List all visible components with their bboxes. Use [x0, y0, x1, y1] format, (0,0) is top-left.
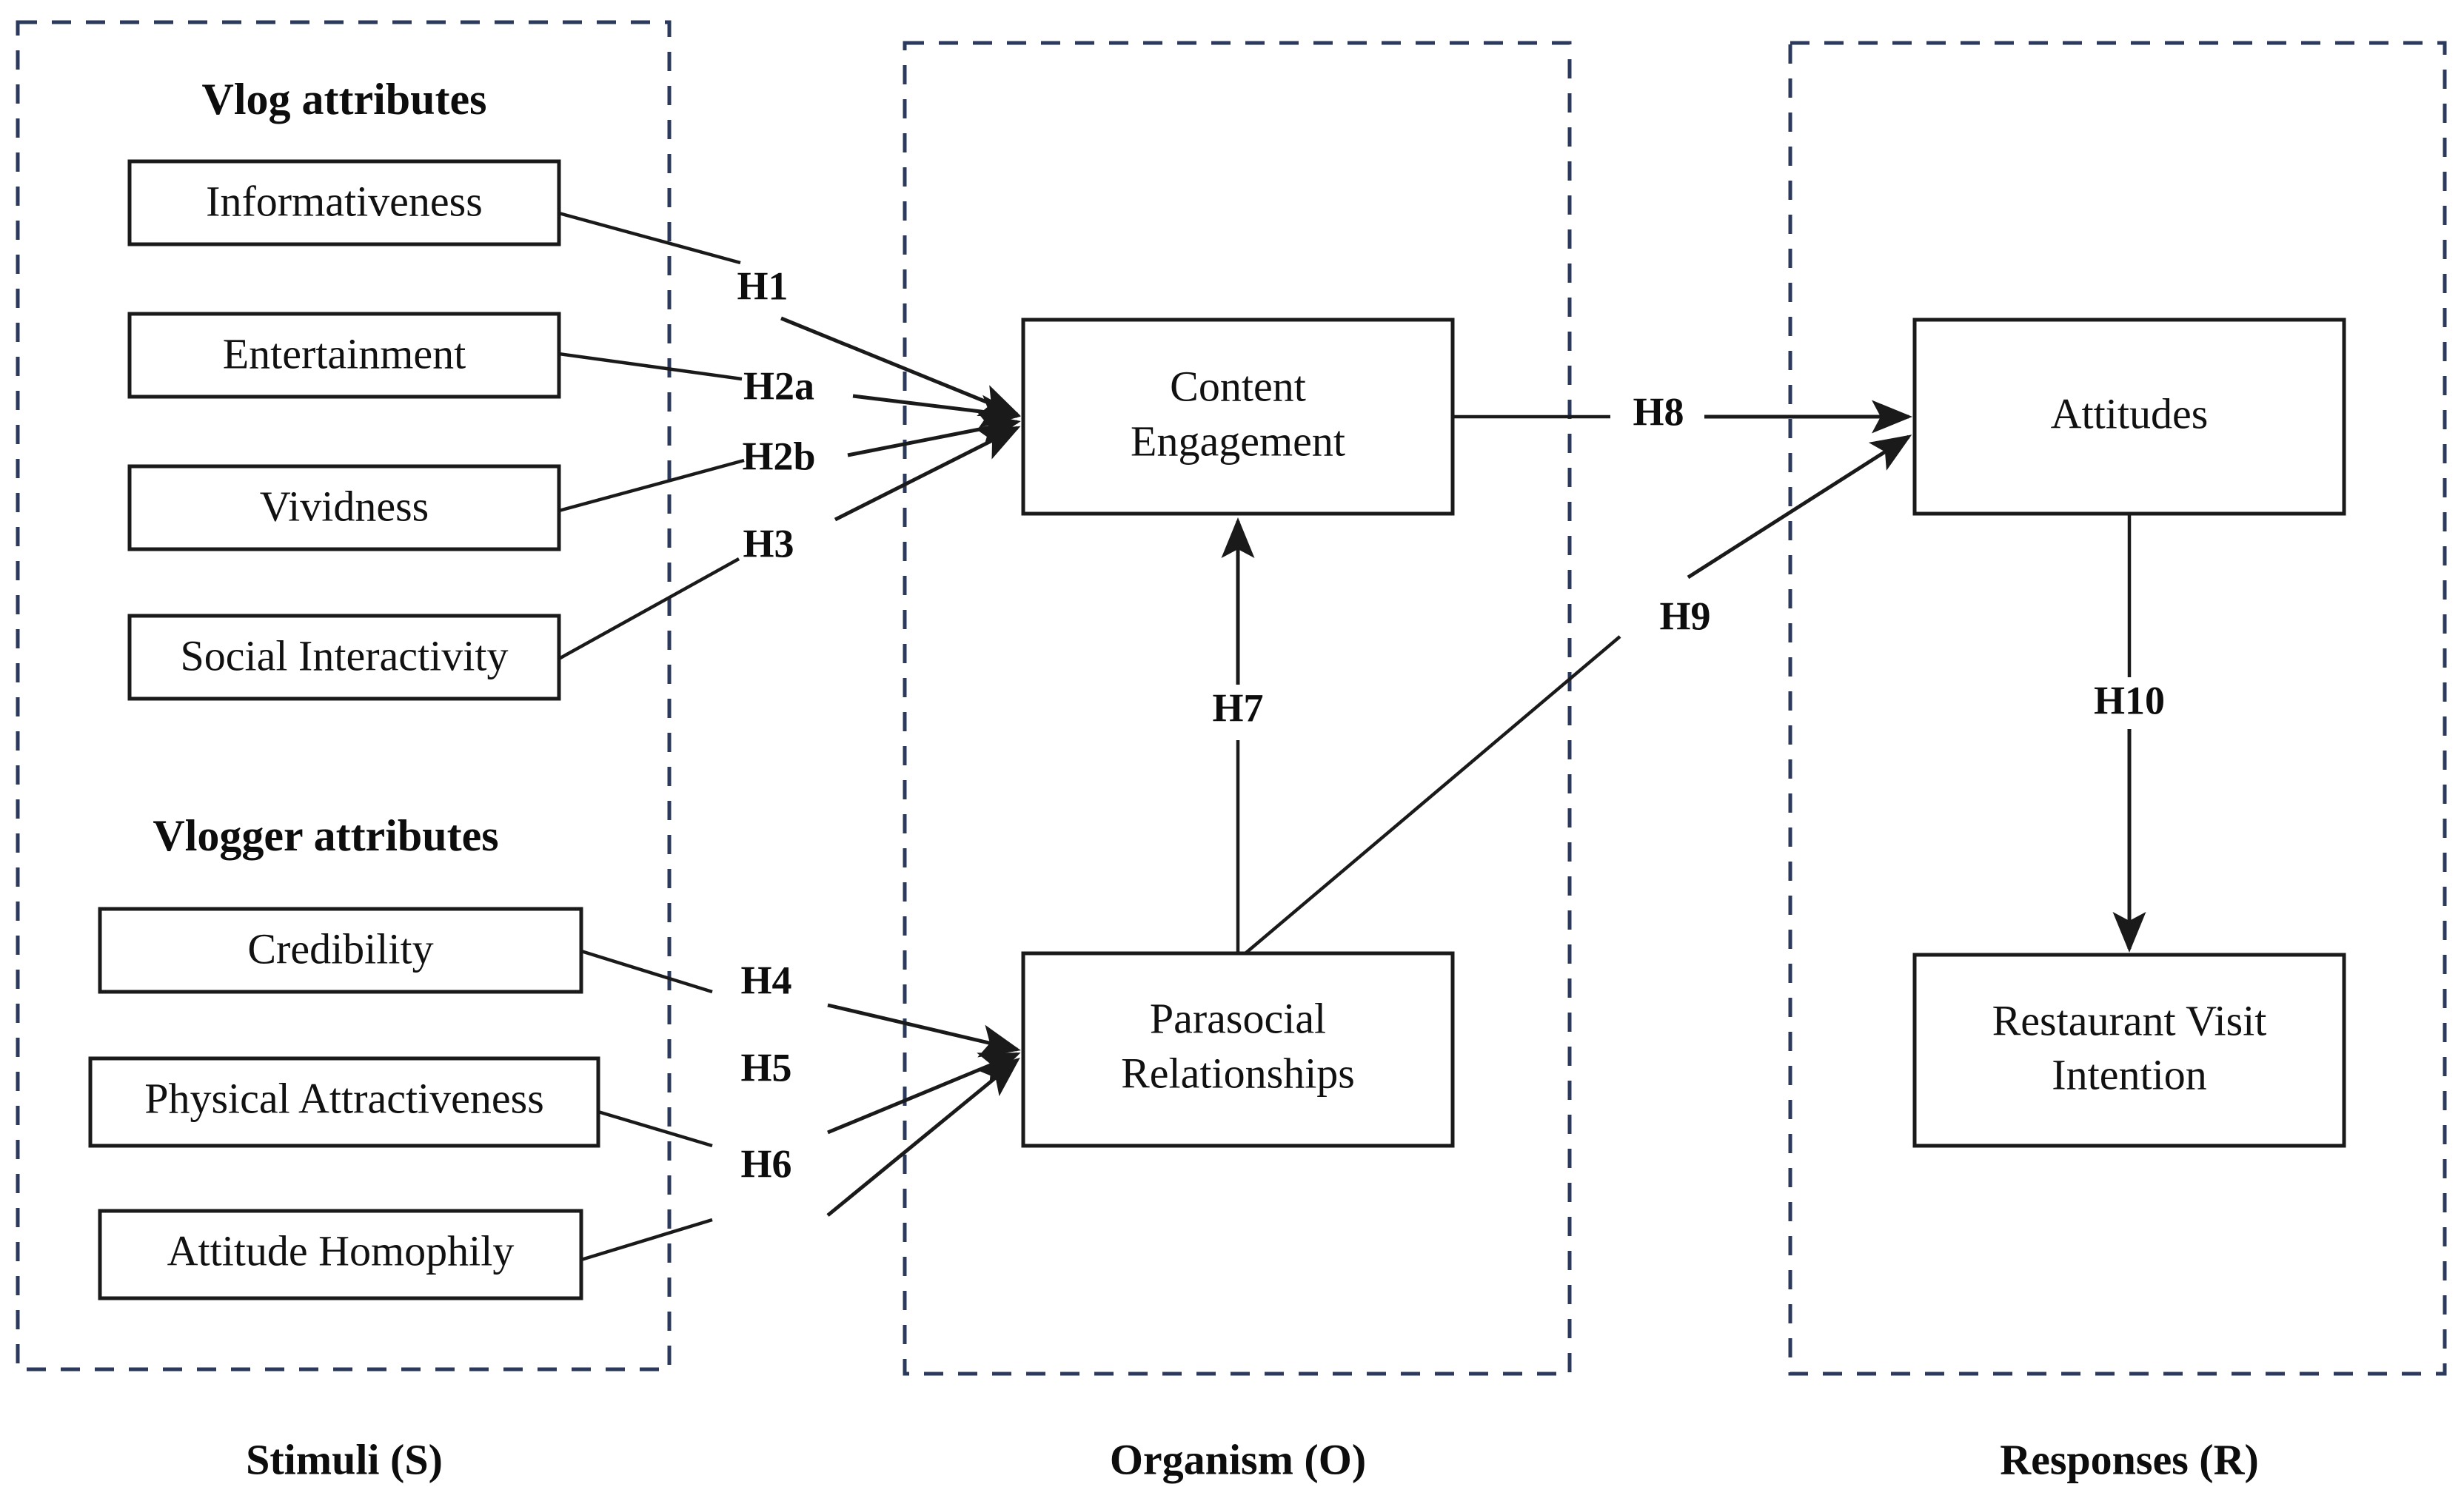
node-physical-attractiveness-label: Physical Attractiveness: [144, 1074, 544, 1122]
hypothesis-label-h9: H9: [1659, 594, 1710, 638]
link-h2a-segment-b: [852, 394, 1021, 429]
node-attitude-homophily-label: Attitude Homophily: [167, 1226, 515, 1275]
link-h2a-segment-a: [558, 352, 743, 381]
link-h3-segment-b: [834, 426, 1021, 522]
group-heading-vlog: Vlog attributes: [202, 75, 487, 124]
node-entertainment[interactable]: [127, 312, 561, 399]
node-content-engagement[interactable]: [1021, 318, 1455, 516]
hypothesis-label-h1: H1: [737, 263, 788, 308]
stage-label-responses: Responses (R): [2000, 1435, 2259, 1483]
node-vividness-label: Vividness: [260, 482, 429, 530]
link-h3-segment-a: [558, 557, 740, 660]
hypothesis-label-h4: H4: [740, 958, 791, 1002]
link-h9-segment-a: [1244, 635, 1621, 955]
node-credibility[interactable]: [98, 907, 583, 994]
link-h6-segment-b: [826, 1057, 1020, 1217]
stage-label-stimuli: Stimuli (S): [246, 1435, 443, 1483]
node-social-interactivity-label: Social Interactivity: [181, 631, 509, 679]
hypothesis-label-h7: H7: [1212, 685, 1263, 730]
node-entertainment-label: Entertainment: [223, 329, 466, 377]
hypothesis-label-h2b: H2b: [742, 434, 815, 478]
panel-responses: [1788, 41, 2447, 1376]
group-heading-vlogger: Vlogger attributes: [153, 811, 498, 860]
hypothesis-label-h3: H3: [743, 521, 794, 565]
node-informativeness[interactable]: [127, 159, 561, 246]
node-parasocial-relationships[interactable]: [1021, 951, 1455, 1148]
node-physical-attractiveness[interactable]: [88, 1056, 600, 1148]
node-restaurant-visit-intention-label-2: Intention: [2052, 1050, 2206, 1098]
link-h2b-segment-a: [558, 458, 745, 513]
link-h4-segment-b: [827, 1003, 1021, 1058]
hypothesis-label-h2a: H2a: [743, 363, 814, 408]
link-h5-segment-b: [827, 1052, 1021, 1135]
hypothesis-label-h10: H10: [2094, 678, 2165, 722]
link-h9-segment-b: [1687, 434, 1912, 580]
link-h4-segment-a: [580, 949, 713, 994]
node-parasocial-relationships-label-1: Parasocial: [1150, 994, 1326, 1042]
hypothesis-label-h8: H8: [1633, 389, 1684, 434]
node-parasocial-relationships-label-2: Relationships: [1121, 1049, 1355, 1097]
stage-label-organism: Organism (O): [1110, 1435, 1366, 1483]
link-h2b-segment-b: [847, 412, 1021, 457]
node-attitude-homophily[interactable]: [98, 1209, 583, 1300]
panel-organism: [903, 41, 1572, 1376]
link-h1-segment-a: [558, 211, 741, 265]
node-content-engagement-label-2: Engagement: [1131, 417, 1345, 465]
node-restaurant-visit-intention-label-1: Restaurant Visit: [1992, 996, 2267, 1044]
node-informativeness-label: Informativeness: [206, 177, 483, 225]
link-h1-segment-b: [780, 316, 1021, 417]
node-content-engagement-label-1: Content: [1170, 362, 1306, 410]
hypothesis-label-h6: H6: [740, 1141, 791, 1186]
node-vividness[interactable]: [127, 464, 561, 551]
hypothesis-label-h5: H5: [740, 1045, 791, 1090]
link-h5-segment-a: [597, 1109, 713, 1148]
node-attitudes-label: Attitudes: [2051, 389, 2209, 437]
node-restaurant-visit-intention[interactable]: [1912, 953, 2346, 1148]
node-credibility-label: Credibility: [247, 924, 433, 973]
panel-stimuli: [16, 20, 672, 1372]
link-h6-segment-a: [580, 1218, 713, 1262]
